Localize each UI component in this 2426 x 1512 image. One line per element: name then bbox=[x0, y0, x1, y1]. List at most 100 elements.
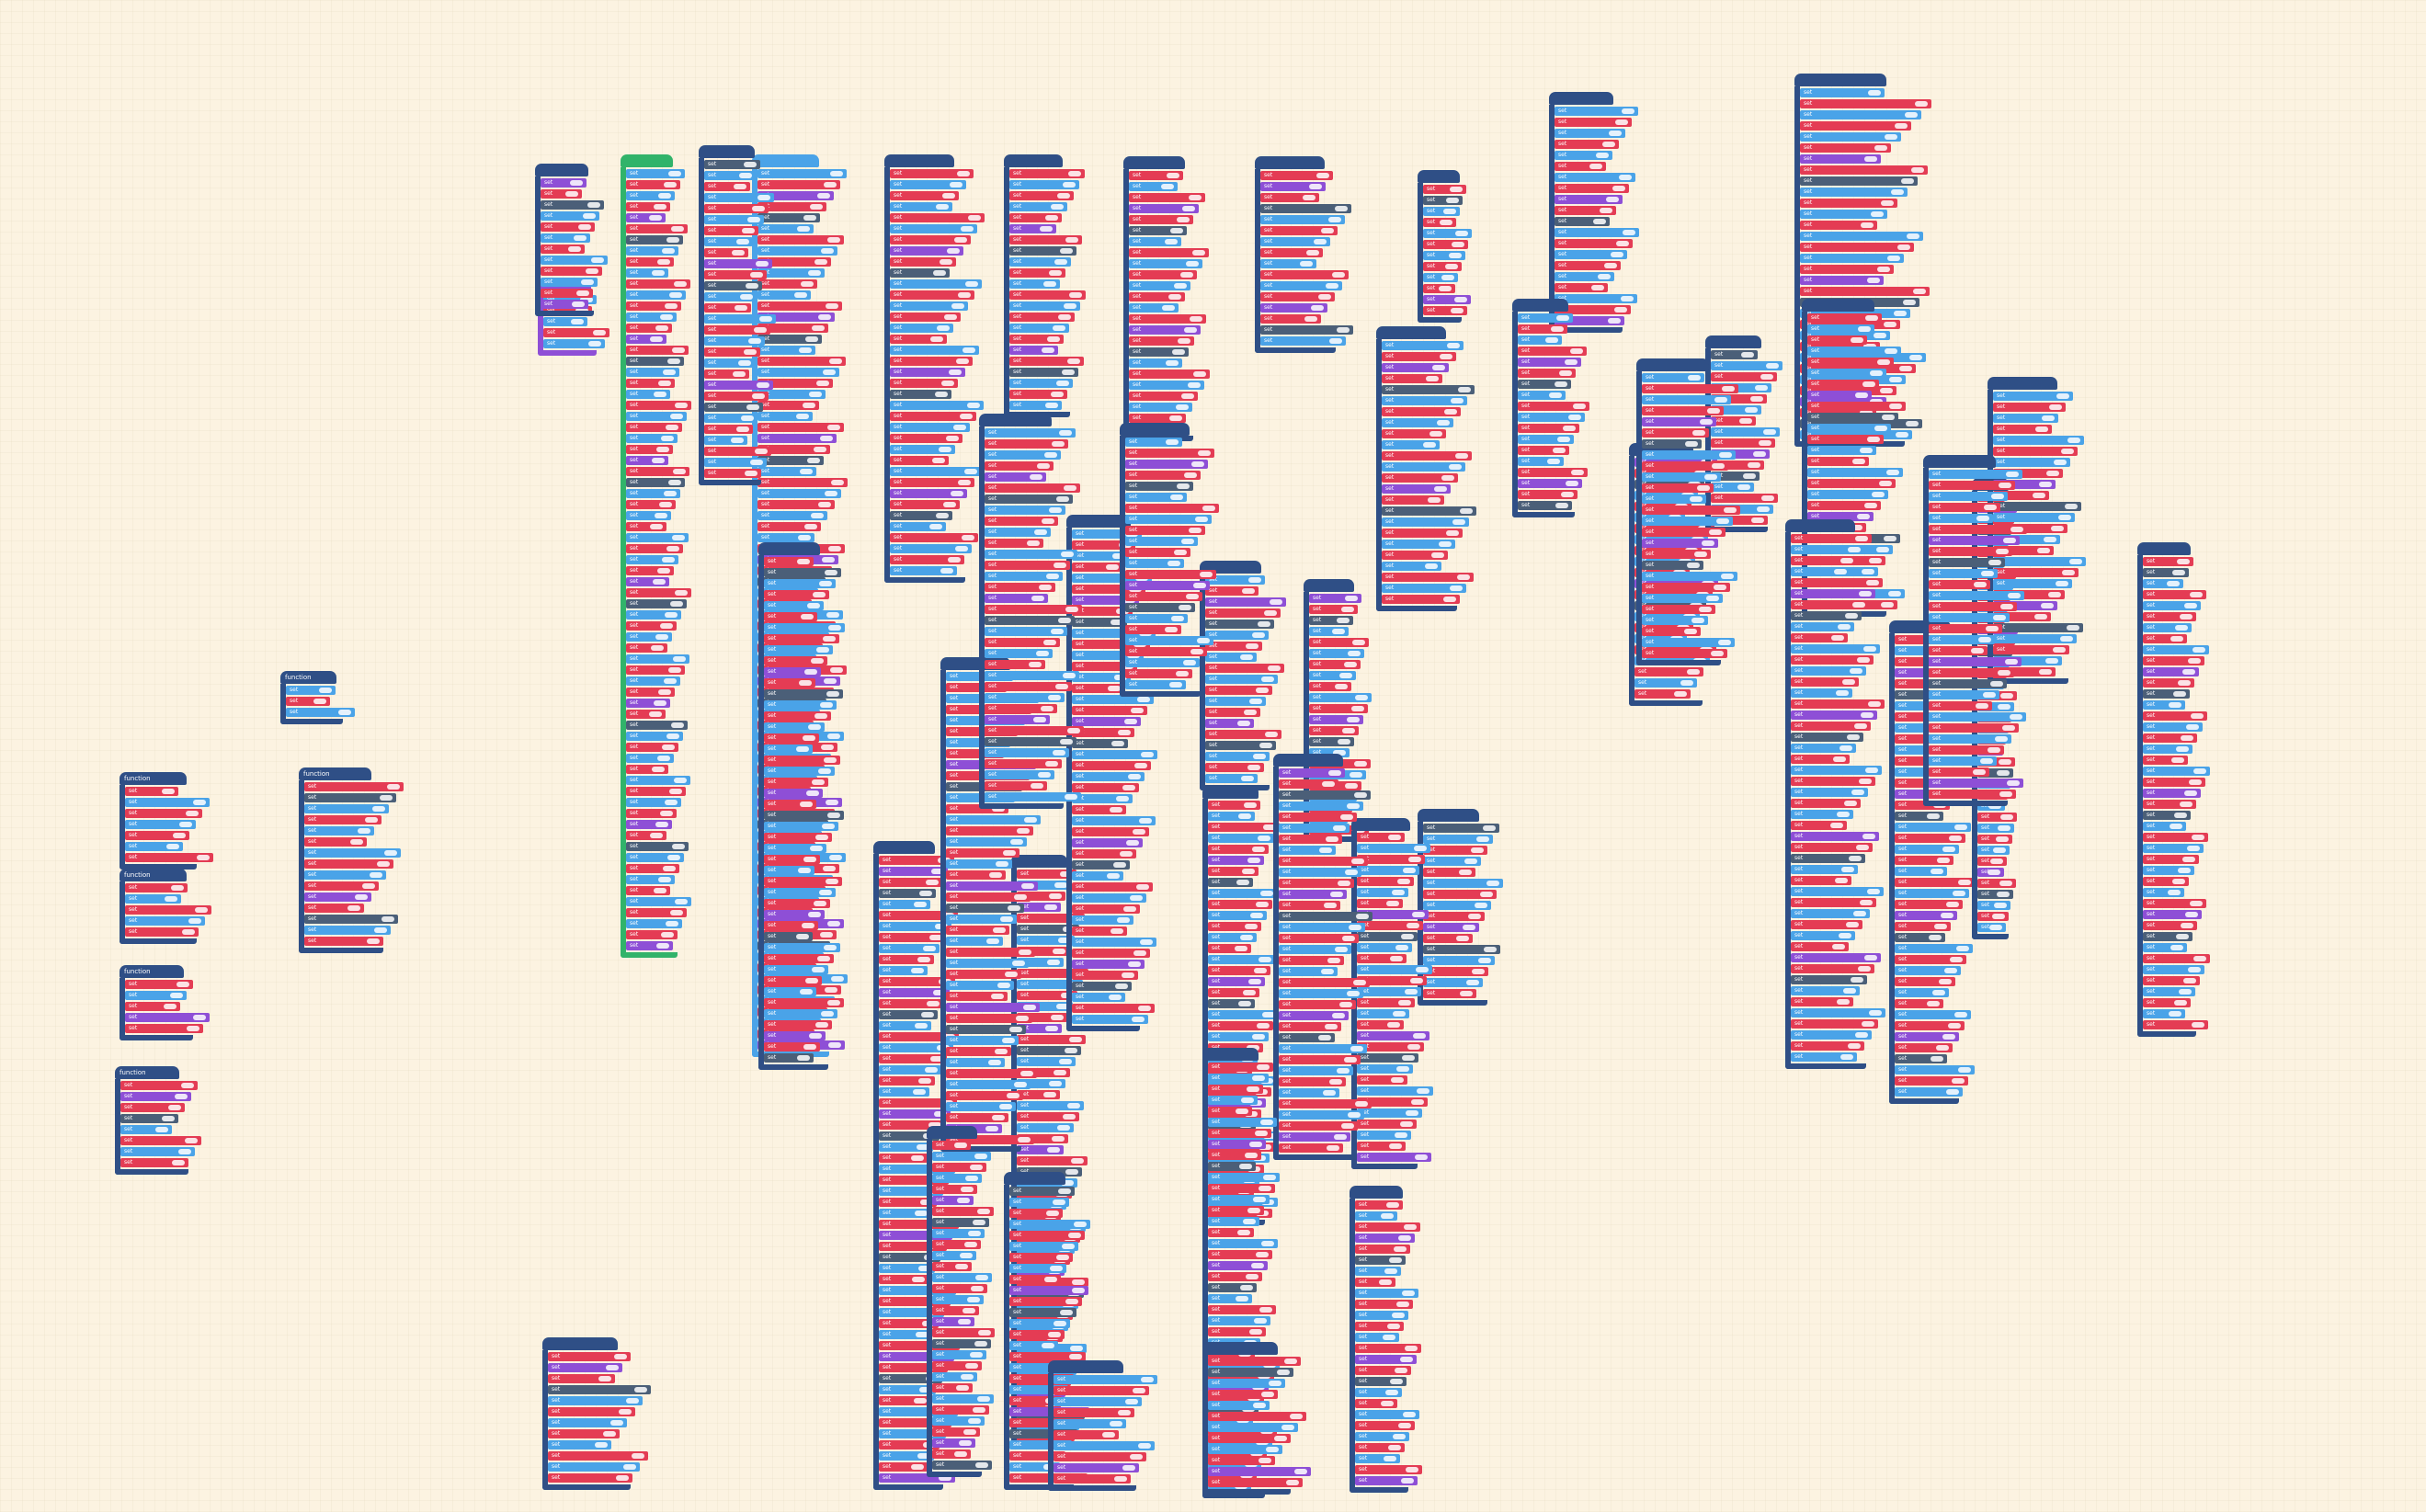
code-block[interactable]: set bbox=[1355, 1399, 1397, 1408]
code-block[interactable]: set bbox=[626, 875, 675, 884]
code-block[interactable]: set bbox=[125, 842, 183, 851]
code-block[interactable]: set bbox=[1555, 261, 1621, 270]
code-block[interactable]: set bbox=[1791, 766, 1882, 775]
code-block[interactable]: set bbox=[1205, 586, 1259, 596]
code-block[interactable]: set bbox=[1791, 799, 1861, 808]
code-block[interactable]: set bbox=[764, 877, 842, 886]
stack-hat-block[interactable] bbox=[979, 414, 1052, 426]
code-block[interactable]: set bbox=[879, 966, 928, 975]
code-block[interactable]: set bbox=[1208, 1162, 1256, 1171]
code-block[interactable]: set bbox=[1642, 384, 1738, 393]
code-block[interactable]: set bbox=[757, 401, 819, 410]
code-block[interactable]: set bbox=[626, 710, 666, 719]
code-block[interactable]: set bbox=[879, 1065, 941, 1074]
code-block[interactable]: set bbox=[1072, 805, 1126, 814]
code-block[interactable]: set bbox=[1555, 272, 1614, 281]
code-block[interactable]: set bbox=[1009, 1297, 1082, 1306]
code-block[interactable]: set bbox=[1017, 1101, 1084, 1110]
code-block[interactable]: set bbox=[1929, 635, 1995, 644]
code-block[interactable]: set bbox=[2143, 590, 2206, 599]
code-block[interactable]: set bbox=[304, 870, 386, 880]
code-block[interactable]: set bbox=[1929, 492, 2008, 501]
code-block[interactable]: set bbox=[626, 665, 685, 675]
code-block[interactable]: set bbox=[1382, 517, 1469, 527]
code-block[interactable]: set bbox=[1929, 779, 2023, 788]
code-block[interactable]: set bbox=[890, 246, 963, 256]
code-block[interactable]: set bbox=[1205, 730, 1281, 739]
code-block[interactable]: set bbox=[764, 998, 844, 1007]
code-block[interactable]: set bbox=[757, 224, 814, 233]
code-block[interactable]: set bbox=[1357, 1120, 1417, 1129]
code-block[interactable]: set bbox=[1279, 945, 1351, 954]
code-block[interactable]: set bbox=[626, 335, 666, 344]
code-block[interactable]: set bbox=[985, 439, 1068, 449]
code-block[interactable]: set bbox=[1800, 276, 1884, 285]
code-block[interactable]: set bbox=[1993, 634, 2077, 643]
code-block[interactable]: set bbox=[704, 281, 762, 290]
code-block[interactable]: set bbox=[879, 955, 934, 964]
code-block[interactable]: set bbox=[704, 447, 771, 456]
code-block[interactable]: set bbox=[1555, 228, 1639, 237]
stack-hat-block[interactable] bbox=[1123, 156, 1185, 169]
code-block[interactable]: set bbox=[1017, 903, 1061, 912]
code-block[interactable]: set bbox=[1791, 556, 1857, 565]
code-block[interactable]: set bbox=[1355, 1465, 1422, 1474]
code-block[interactable]: set bbox=[1208, 1151, 1261, 1160]
code-block[interactable]: set bbox=[626, 191, 675, 200]
code-block[interactable]: set bbox=[890, 169, 974, 178]
code-block[interactable]: set bbox=[1208, 1173, 1280, 1182]
code-block[interactable]: set bbox=[304, 859, 393, 869]
code-block[interactable]: set bbox=[764, 888, 836, 897]
code-block[interactable]: set bbox=[1929, 503, 2000, 512]
code-block[interactable]: set bbox=[890, 202, 952, 211]
code-block[interactable]: set bbox=[704, 193, 774, 202]
code-block[interactable]: set bbox=[1309, 704, 1368, 713]
code-block[interactable]: set bbox=[125, 787, 178, 796]
code-block[interactable]: set bbox=[932, 1163, 986, 1172]
code-block[interactable]: set bbox=[1791, 953, 1881, 962]
code-block[interactable]: set bbox=[1009, 268, 1065, 278]
code-block[interactable]: set bbox=[764, 1020, 832, 1029]
code-block[interactable]: set bbox=[1279, 1077, 1346, 1086]
code-block[interactable]: set bbox=[890, 544, 972, 553]
code-block[interactable]: set bbox=[890, 224, 977, 233]
code-block[interactable]: set bbox=[1054, 1375, 1157, 1384]
code-block[interactable]: set bbox=[626, 699, 670, 708]
code-block[interactable]: set bbox=[1807, 347, 1901, 356]
code-block[interactable]: set bbox=[1423, 306, 1467, 315]
code-block[interactable]: set bbox=[1009, 1319, 1070, 1328]
code-block[interactable]: set bbox=[1355, 1222, 1420, 1232]
code-block[interactable]: set bbox=[1125, 537, 1198, 546]
stack-hat-block[interactable] bbox=[699, 145, 755, 158]
code-block[interactable]: set bbox=[1518, 369, 1576, 378]
code-block[interactable]: set bbox=[1009, 257, 1071, 267]
code-block[interactable]: set bbox=[879, 1451, 934, 1461]
code-block[interactable]: set bbox=[1208, 801, 1260, 810]
code-block[interactable]: set bbox=[1791, 545, 1864, 554]
code-block[interactable]: set bbox=[879, 1087, 929, 1097]
code-block[interactable]: set bbox=[286, 708, 355, 717]
code-block[interactable]: set bbox=[985, 682, 1072, 691]
code-block[interactable]: set bbox=[879, 1143, 933, 1152]
code-block[interactable]: set bbox=[1977, 879, 2016, 888]
code-block[interactable]: set bbox=[1072, 816, 1156, 825]
code-block[interactable]: set bbox=[1072, 772, 1145, 781]
code-block[interactable]: set bbox=[2143, 733, 2197, 743]
code-block[interactable]: set bbox=[890, 257, 956, 267]
code-block[interactable]: set bbox=[1279, 978, 1370, 987]
code-block[interactable]: set bbox=[757, 489, 841, 498]
code-block[interactable]: set bbox=[1072, 882, 1153, 892]
code-block[interactable]: set bbox=[764, 1009, 837, 1018]
code-block[interactable]: set bbox=[1555, 162, 1606, 171]
code-block[interactable]: set bbox=[1208, 1478, 1303, 1487]
code-block[interactable]: set bbox=[2143, 877, 2189, 886]
code-block[interactable]: set bbox=[1208, 1305, 1276, 1314]
code-block[interactable]: set bbox=[704, 414, 757, 423]
code-block[interactable]: set bbox=[125, 798, 210, 807]
code-block[interactable]: set bbox=[125, 1013, 210, 1022]
code-block[interactable]: set bbox=[1382, 374, 1442, 383]
code-block[interactable]: set bbox=[757, 467, 816, 476]
code-block[interactable]: set bbox=[1895, 867, 1947, 876]
